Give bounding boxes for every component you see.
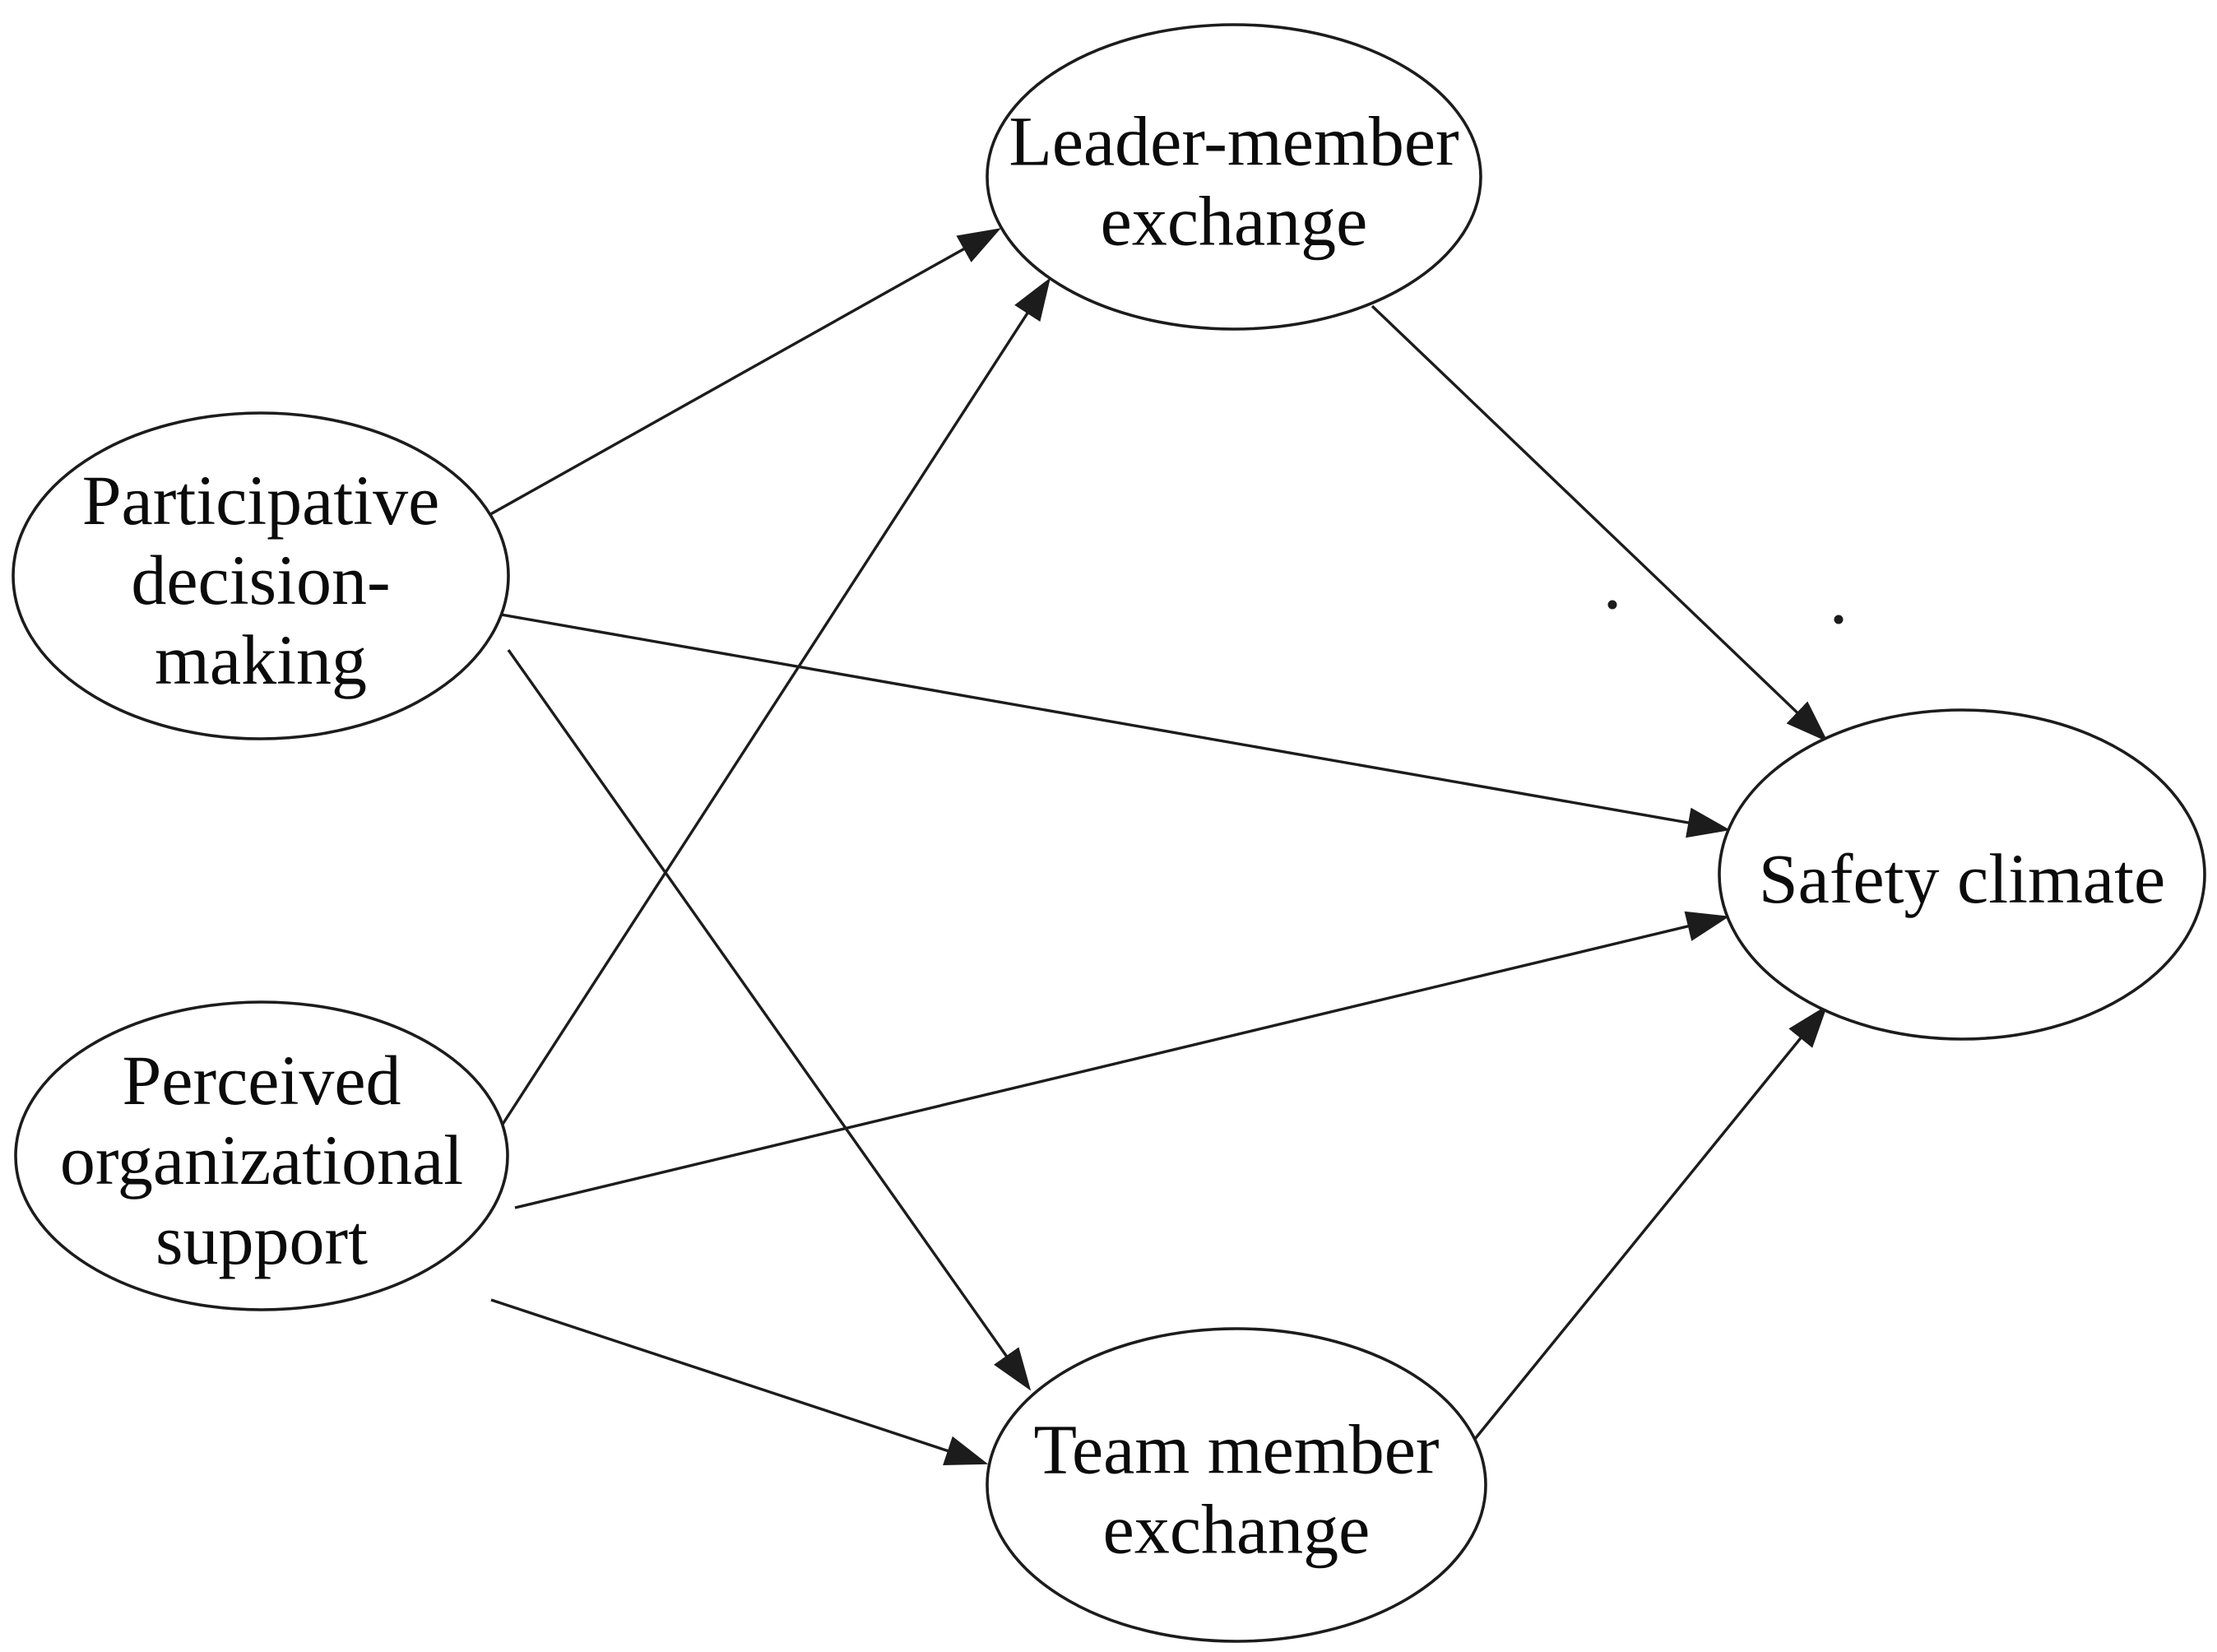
node-ellipse-team-member-exchange — [986, 1327, 1487, 1643]
node-ellipse-leader-member-exchange — [986, 23, 1482, 331]
node-ellipse-participative-decision-making — [12, 411, 510, 740]
node-label-line: organizational — [60, 1121, 463, 1200]
arrow-perceived-organizational-support-to-team-member-exchange — [490, 1298, 989, 1466]
stray-dot — [1607, 600, 1617, 610]
node-safety-climate: Safety climate — [1718, 708, 2206, 1041]
node-label-line: support — [155, 1200, 368, 1279]
node-label-safety-climate: Safety climate — [1759, 839, 2165, 918]
arrow-team-member-exchange-to-safety-climate — [1473, 1005, 1828, 1441]
node-ellipse-perceived-organizational-support — [14, 1000, 509, 1311]
arrow-participative-decision-making-to-leader-member-exchange — [478, 228, 1001, 522]
node-label-line: decision- — [131, 541, 390, 620]
node-label-line: Leader-member — [1009, 102, 1459, 181]
node-label-line: Participative — [82, 461, 440, 540]
arrow-leader-member-exchange-to-safety-climate — [1371, 304, 1829, 742]
arrow-perceived-organizational-support-to-leader-member-exchange — [500, 277, 1051, 1126]
node-label-line: Team member — [1033, 1410, 1439, 1489]
node-label-line: making — [155, 620, 367, 699]
node-ellipse-safety-climate — [1718, 708, 2206, 1041]
node-label-line: exchange — [1103, 1490, 1371, 1569]
arrow-participative-decision-making-to-team-member-exchange — [507, 649, 1032, 1391]
stray-dot — [1834, 615, 1844, 624]
node-label-line: exchange — [1101, 182, 1368, 261]
arrow-perceived-organizational-support-to-safety-climate — [514, 911, 1730, 1209]
node-label-line: Safety climate — [1759, 839, 2165, 918]
arrow-participative-decision-making-to-safety-climate — [500, 613, 1731, 838]
node-label-line: Perceived — [122, 1041, 401, 1120]
